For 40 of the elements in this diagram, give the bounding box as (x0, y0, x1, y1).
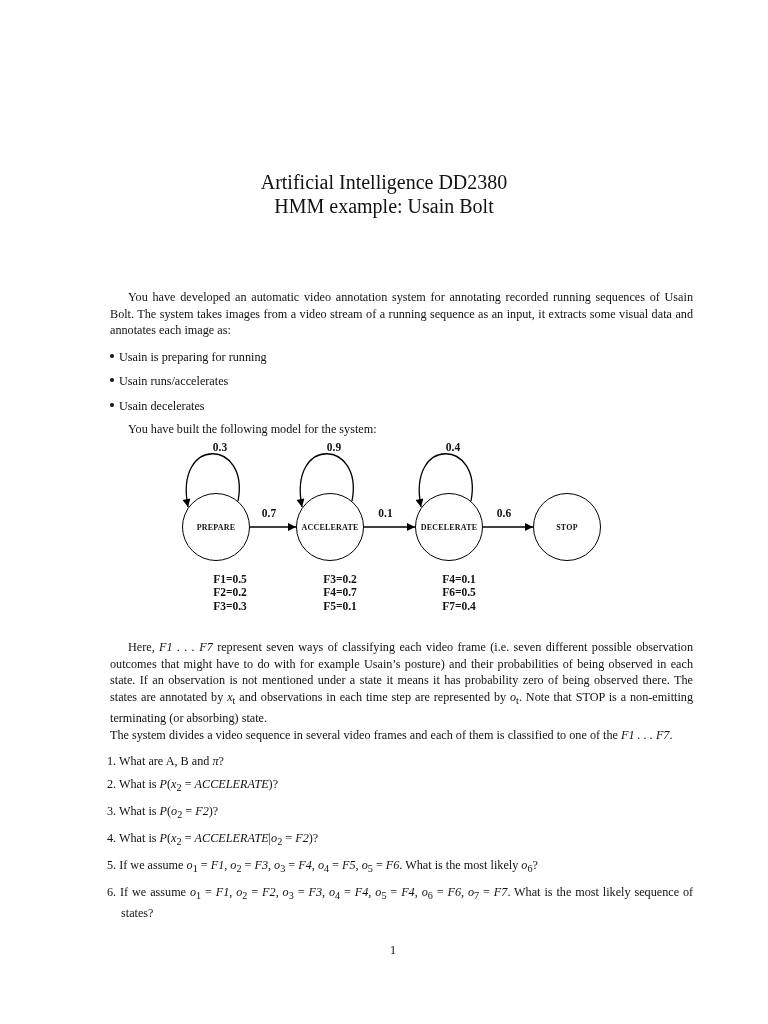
question: 4. What is P(x$_{2}$ = ACCELERATE|o$_{2}$ = F2)? (107, 829, 320, 850)
question: 5. If we assume o$_{1}$ = F1, o$_{2}$ = F3, o$_{3}$ = F4, o$_{4}$ = F5, o$_{5}$ = F6. What is the most likely o$_{6}$? (107, 856, 539, 877)
state-label: ACCELERATE (301, 522, 359, 532)
question: 1. What are A, B and π? (107, 753, 225, 770)
paragraph: You have built the following model for the system: (127, 420, 378, 438)
paragraph: The system divides a video sequence in several video frames and each of them is classified to one of the F1 . . . F7. (110, 726, 674, 744)
bullet-item: Usain runs/accelerates (119, 373, 229, 390)
edge-label: 0.7 (260, 507, 278, 520)
arrow (482, 523, 534, 532)
state-label: STOP (556, 522, 578, 532)
paragraph: You have developed an automatic video annotation system for annotating recorded running sequences of Usain Bolt. The system takes images from a video stream of a running sequence as an input, it extracts some visual data and annotates each image as: (110, 289, 693, 339)
edge-label: 0.4 (444, 441, 462, 454)
emission-probability: F2=0.2 (212, 586, 248, 600)
page-number: 1 (388, 942, 398, 959)
self-loop-arrow (297, 453, 354, 508)
question: 2. What is P(x$_{2}$ = ACCELERATE)? (107, 775, 280, 796)
emission-probability: F6=0.5 (441, 586, 477, 600)
emission-probability: F4=0.7 (322, 586, 358, 600)
emission-probability: F4=0.1 (441, 573, 477, 587)
arrow (249, 523, 297, 532)
edge-label: 0.3 (211, 441, 229, 454)
emission-probability: F5=0.1 (322, 599, 358, 613)
paragraph: Here, F1 . . . F7 represent seven ways of classifying each video frame (i.e. seven different possible observation outcomes that might have to do with for example Usain’s posture) and their probabilities of being observed in each state. If an observation is not mentioned under a state it means it has probability zero of being observed there. The states are annotated by x$_{t}$ and observations in each time step are represented by o$_{t}$. Note that STOP is a non-emitting terminating (or absorbing) state. (110, 639, 693, 727)
bullet-item: Usain is preparing for running (119, 348, 267, 366)
state-label: PREPARE (196, 522, 236, 532)
arrow (363, 523, 416, 532)
state-label: DECELERATE (420, 522, 478, 532)
emission-probability: F3=0.2 (322, 573, 358, 587)
self-loop-arrow (183, 453, 240, 508)
edge-label: 0.6 (495, 507, 513, 520)
edge-label: 0.1 (377, 507, 394, 520)
question: 3. What is P(o$_{2}$ = F2)? (107, 802, 220, 823)
edge-label: 0.9 (325, 441, 343, 454)
question: 6. If we assume o$_{1}$ = F1, o$_{2}$ = F2, o$_{3}$ = F3, o$_{4}$ = F4, o$_{5}$ = F4, o$_{6}$ = F6, o$_{7}$ = F7. What is the most likely sequence of states? (107, 883, 693, 922)
emission-probability: F1=0.5 (212, 573, 248, 587)
bullet-item: Usain decelerates (119, 397, 205, 415)
page-title: Artificial Intelligence DD2380 HMM example: Usain Bolt (259, 170, 509, 218)
self-loop-arrow (416, 453, 473, 508)
emission-probability: F3=0.3 (212, 599, 248, 613)
emission-probability: F7=0.4 (441, 599, 477, 613)
